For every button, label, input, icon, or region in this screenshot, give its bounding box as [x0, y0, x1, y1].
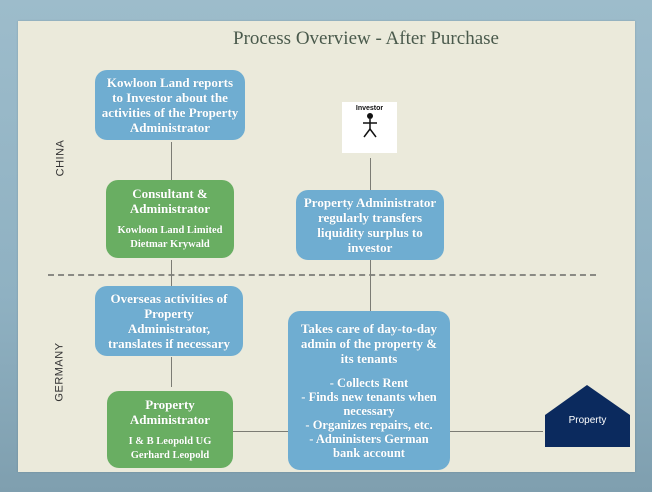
box-property-admin: Property Administrator I & B Leopold UG … [107, 391, 233, 468]
house-icon [545, 385, 630, 447]
list-item: - Organizes repairs, etc. [305, 418, 433, 432]
property-label: Property [568, 415, 607, 426]
box-kowloon-reports-text: Kowloon Land reports to Investor about t… [101, 75, 239, 135]
property-node: Property [545, 385, 630, 447]
connector-daytoday-transfers [370, 260, 371, 312]
list-item: - Finds new tenants when necessary [301, 390, 437, 418]
connector-consultant-overseas [171, 260, 172, 286]
box-day-to-day: Takes care of day-to-day admin of the pr… [288, 311, 450, 470]
stick-figure-icon [362, 113, 377, 138]
box-consultant-title: Consultant & Administrator [129, 186, 211, 216]
connector-transfers-investor [370, 158, 371, 190]
page-title: Process Overview - After Purchase [233, 28, 499, 49]
box-overseas-text: Overseas activities of Property Administ… [107, 291, 231, 351]
box-day-to-day-list: - Collects Rent - Finds new tenants when… [296, 376, 442, 460]
investor-label: Investor [355, 105, 384, 112]
region-label-germany: GERMANY [53, 342, 66, 402]
box-overseas: Overseas activities of Property Administ… [95, 286, 243, 356]
list-item: - Collects Rent [329, 376, 409, 390]
region-label-china: CHINA [54, 139, 67, 177]
connector-reports-consultant [171, 142, 172, 180]
box-kowloon-reports: Kowloon Land reports to Investor about t… [95, 70, 245, 140]
connector-admin-daytoday [233, 431, 289, 432]
box-property-admin-person: Gerhard Leopold [130, 449, 210, 461]
investor-node: Investor [342, 102, 397, 153]
box-consultant-company: Kowloon Land Limited [117, 225, 223, 236]
connector-overseas-admin [171, 357, 172, 387]
box-consultant-person: Dietmar Krywald [130, 239, 210, 250]
box-consultant: Consultant & Administrator Kowloon Land … [106, 180, 234, 258]
box-property-admin-title: Property Administrator [129, 396, 211, 427]
box-transfers: Property Administrator regularly transfe… [296, 190, 444, 260]
box-property-admin-company: I & B Leopold UG [128, 435, 212, 447]
box-day-to-day-text: Takes care of day-to-day admin of the pr… [300, 321, 438, 366]
connector-daytoday-property [450, 431, 543, 432]
list-item: - Administers German bank account [309, 432, 429, 460]
region-divider [48, 274, 596, 276]
box-transfers-text: Property Administrator regularly transfe… [303, 195, 437, 255]
